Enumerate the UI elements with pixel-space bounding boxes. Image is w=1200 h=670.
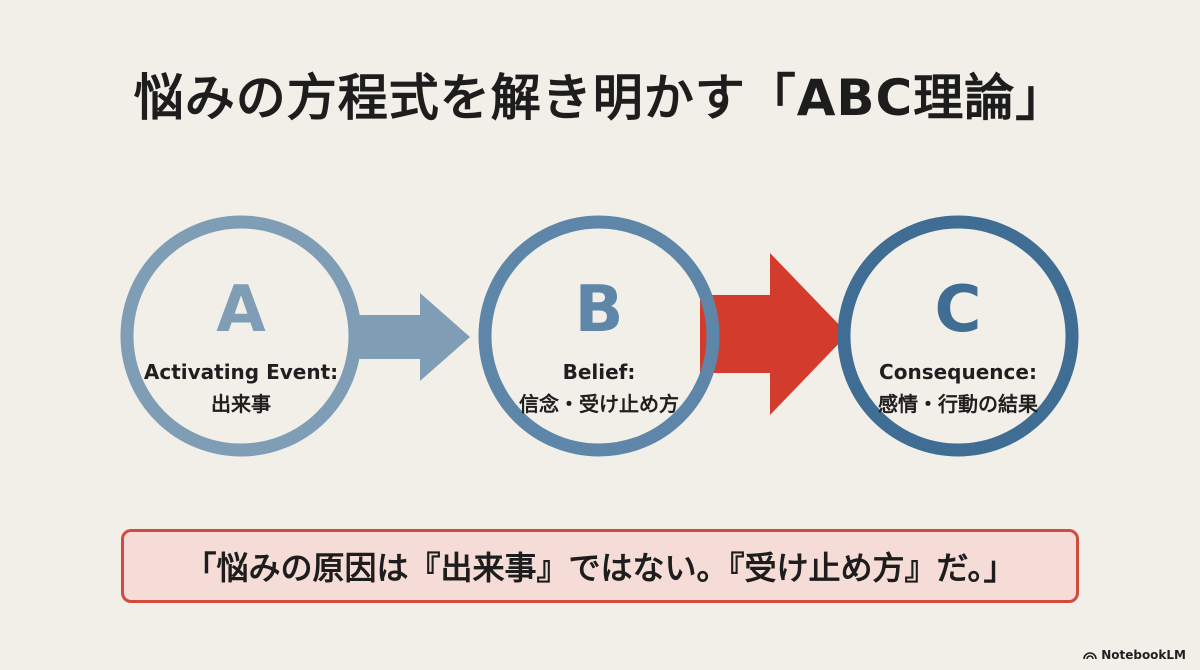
node-b-label-en: Belief: xyxy=(562,360,636,384)
node-b: B Belief: 信念・受け止め方 xyxy=(489,278,709,417)
circle-a xyxy=(120,215,362,457)
node-a: A Activating Event: 出来事 xyxy=(131,278,351,417)
key-message-text: 「悩みの原因は『出来事』ではない。『受け止め方』だ。」 xyxy=(184,549,1016,587)
node-b-label-jp: 信念・受け止め方 xyxy=(519,392,679,416)
node-c-label-en: Consequence: xyxy=(879,360,1037,384)
circle-c xyxy=(837,215,1079,457)
node-c-label-jp: 感情・行動の結果 xyxy=(878,392,1038,416)
arrow-a-to-b xyxy=(355,293,470,381)
arrow-b-to-c xyxy=(700,253,848,415)
page-title: 悩みの方程式を解き明かす「ABC理論」 xyxy=(133,69,1067,127)
circle-b xyxy=(478,215,720,457)
node-a-letter: A xyxy=(216,273,266,347)
key-message-box: 「悩みの原因は『出来事』ではない。『受け止め方』だ。」 xyxy=(121,529,1079,603)
node-b-letter: B xyxy=(574,273,624,347)
node-a-label-jp: 出来事 xyxy=(211,392,271,416)
brand-name: NotebookLM xyxy=(1101,648,1186,662)
node-a-label-en: Activating Event: xyxy=(143,360,339,384)
notebooklm-icon xyxy=(1083,652,1097,660)
node-c: C Consequence: 感情・行動の結果 xyxy=(848,278,1068,417)
node-c-letter: C xyxy=(934,273,982,347)
brand-watermark: NotebookLM xyxy=(1083,648,1186,662)
